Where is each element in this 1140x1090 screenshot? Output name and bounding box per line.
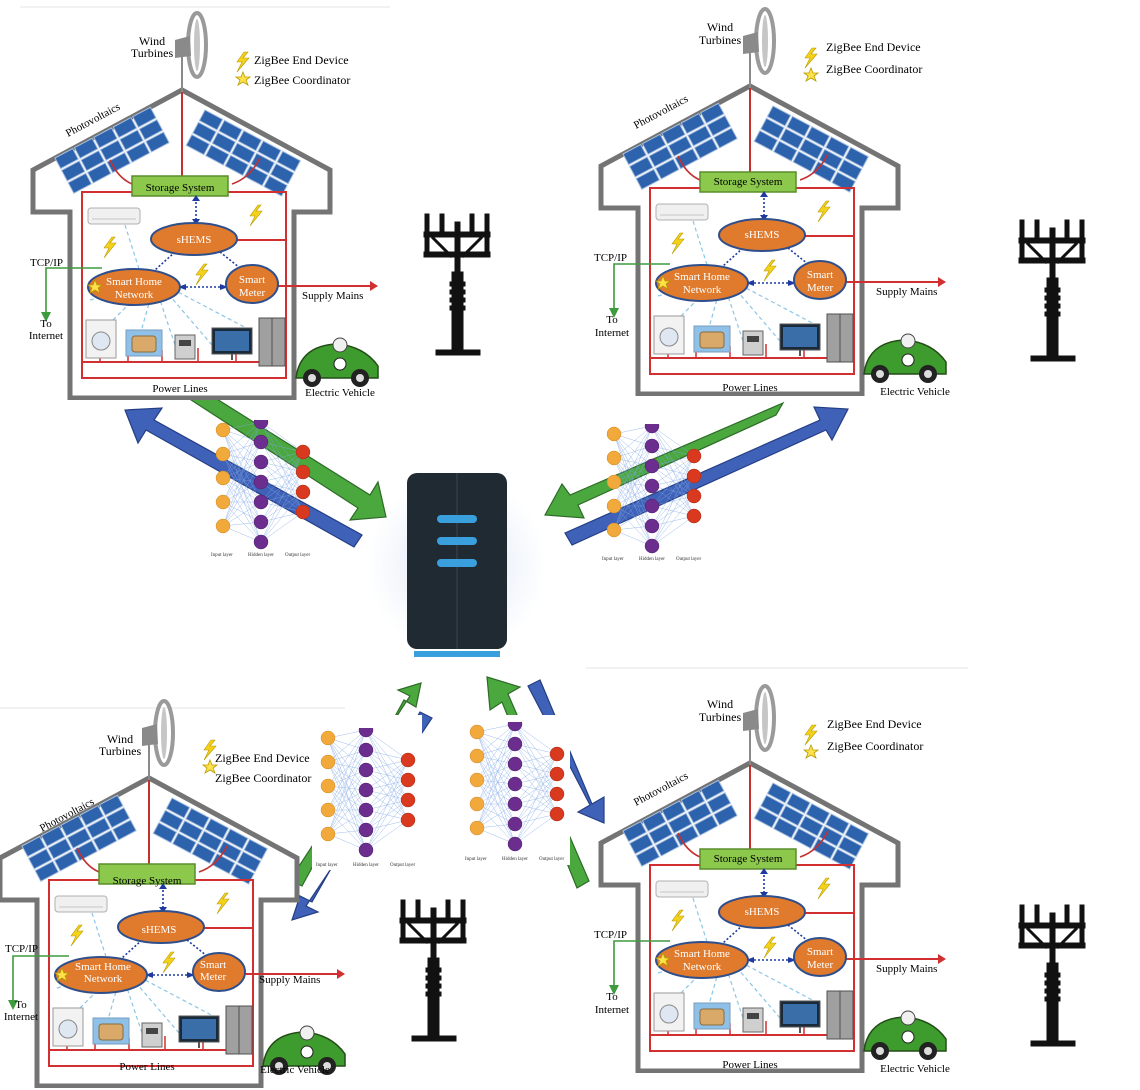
smart-home-top-right: Wind Turbines ZigBee End Device ZigBee C…: [594, 9, 950, 398]
svg-text:Smart Home: Smart Home: [674, 271, 730, 283]
svg-text:Power Lines: Power Lines: [722, 382, 777, 394]
svg-text:Network: Network: [115, 289, 154, 301]
neural-network-top-right: Input layer Hidden layer Output layer: [602, 419, 701, 562]
svg-text:Smart Home: Smart Home: [106, 276, 162, 288]
svg-text:ZigBee End Device: ZigBee End Device: [215, 751, 310, 765]
svg-text:Network: Network: [683, 284, 722, 296]
svg-text:Output layer: Output layer: [285, 553, 310, 558]
svg-text:sHEMS: sHEMS: [745, 229, 780, 241]
svg-text:Output layer: Output layer: [539, 857, 564, 862]
power-pylon: [1019, 905, 1085, 1046]
svg-text:Wind: Wind: [107, 732, 133, 746]
svg-text:Meter: Meter: [200, 971, 227, 983]
smart-home-top-left: Wind Turbines ZigBee End Device ZigBee C…: [29, 13, 378, 399]
svg-text:Electric Vehicle: Electric Vehicle: [305, 387, 375, 399]
svg-text:Output layer: Output layer: [390, 863, 415, 868]
svg-text:ZigBee Coordinator: ZigBee Coordinator: [827, 739, 923, 753]
svg-text:Input layer: Input layer: [602, 557, 624, 562]
central-server: [367, 473, 547, 657]
smart-home-bottom-right: Wind Turbines ZigBee End Device ZigBee C…: [594, 686, 950, 1075]
svg-text:Power Lines: Power Lines: [152, 383, 207, 395]
neural-network-bottom-right: Input layer Hidden layer Output layer: [460, 715, 570, 865]
svg-text:Supply Mains: Supply Mains: [876, 286, 937, 298]
svg-text:Storage System: Storage System: [714, 176, 783, 188]
svg-text:Input layer: Input layer: [316, 863, 338, 868]
power-pylon: [424, 214, 490, 355]
svg-text:To: To: [606, 314, 618, 326]
svg-text:Electric Vehicle: Electric Vehicle: [880, 386, 950, 398]
svg-text:Internet: Internet: [29, 330, 63, 342]
svg-text:sHEMS: sHEMS: [177, 234, 212, 246]
svg-text:Storage System: Storage System: [714, 853, 783, 865]
svg-text:Smart Home: Smart Home: [674, 948, 730, 960]
svg-text:Internet: Internet: [4, 1011, 38, 1023]
svg-text:TCP/IP: TCP/IP: [594, 929, 627, 941]
svg-text:Smart: Smart: [239, 274, 265, 286]
svg-text:TCP/IP: TCP/IP: [5, 943, 38, 955]
svg-text:Wind: Wind: [707, 20, 733, 34]
svg-text:Hidden layer: Hidden layer: [639, 557, 665, 562]
svg-text:Smart: Smart: [807, 269, 833, 281]
svg-text:Input layer: Input layer: [465, 857, 487, 862]
svg-text:ZigBee Coordinator: ZigBee Coordinator: [826, 62, 922, 76]
svg-text:Wind: Wind: [707, 697, 733, 711]
svg-text:ZigBee Coordinator: ZigBee Coordinator: [254, 73, 350, 87]
svg-text:Supply Mains: Supply Mains: [302, 290, 363, 302]
svg-text:Meter: Meter: [239, 287, 266, 299]
svg-text:Electric Vehicle: Electric Vehicle: [880, 1063, 950, 1075]
svg-text:Hidden layer: Hidden layer: [353, 863, 379, 868]
svg-text:Output layer: Output layer: [676, 557, 701, 562]
svg-text:Storage System: Storage System: [113, 875, 182, 887]
svg-text:Network: Network: [683, 961, 722, 973]
svg-text:Supply Mains: Supply Mains: [876, 963, 937, 975]
power-pylon: [400, 900, 466, 1041]
svg-text:Input layer: Input layer: [211, 553, 233, 558]
svg-text:TCP/IP: TCP/IP: [30, 257, 63, 269]
svg-text:Power Lines: Power Lines: [722, 1059, 777, 1071]
svg-text:Turbines: Turbines: [99, 744, 142, 758]
svg-text:sHEMS: sHEMS: [142, 924, 177, 936]
svg-text:Internet: Internet: [595, 1004, 629, 1016]
svg-text:Turbines: Turbines: [699, 710, 742, 724]
svg-text:Power Lines: Power Lines: [119, 1061, 174, 1073]
svg-text:ZigBee End Device: ZigBee End Device: [827, 717, 922, 731]
svg-text:Supply Mains: Supply Mains: [259, 974, 320, 986]
svg-text:sHEMS: sHEMS: [745, 906, 780, 918]
svg-text:ZigBee End Device: ZigBee End Device: [826, 40, 921, 54]
svg-text:Electric Vehicle: Electric Vehicle: [260, 1064, 330, 1076]
power-pylon: [1019, 220, 1085, 361]
neural-network-top-left: Input layer Hidden layer Output layer: [211, 415, 310, 558]
svg-text:Hidden layer: Hidden layer: [248, 553, 274, 558]
svg-text:Smart: Smart: [807, 946, 833, 958]
svg-text:Meter: Meter: [807, 959, 834, 971]
svg-text:To: To: [15, 999, 27, 1011]
svg-text:Hidden layer: Hidden layer: [502, 857, 528, 862]
svg-text:Storage System: Storage System: [146, 182, 215, 194]
neural-network-bottom-left: Input layer Hidden layer Output layer: [312, 715, 422, 870]
svg-text:Smart Home: Smart Home: [75, 961, 131, 973]
svg-text:ZigBee Coordinator: ZigBee Coordinator: [215, 771, 311, 785]
svg-text:TCP/IP: TCP/IP: [594, 252, 627, 264]
svg-text:Meter: Meter: [807, 282, 834, 294]
svg-text:Network: Network: [84, 973, 123, 985]
svg-text:Internet: Internet: [595, 327, 629, 339]
svg-text:To: To: [606, 991, 618, 1003]
svg-text:Wind: Wind: [139, 34, 165, 48]
svg-text:Turbines: Turbines: [131, 46, 174, 60]
svg-text:ZigBee End Device: ZigBee End Device: [254, 53, 349, 67]
svg-text:To: To: [40, 318, 52, 330]
svg-text:Turbines: Turbines: [699, 33, 742, 47]
smart-home-bottom-left: Wind Turbines ZigBee End Device ZigBee C…: [0, 701, 345, 1086]
svg-text:Smart: Smart: [200, 959, 226, 971]
